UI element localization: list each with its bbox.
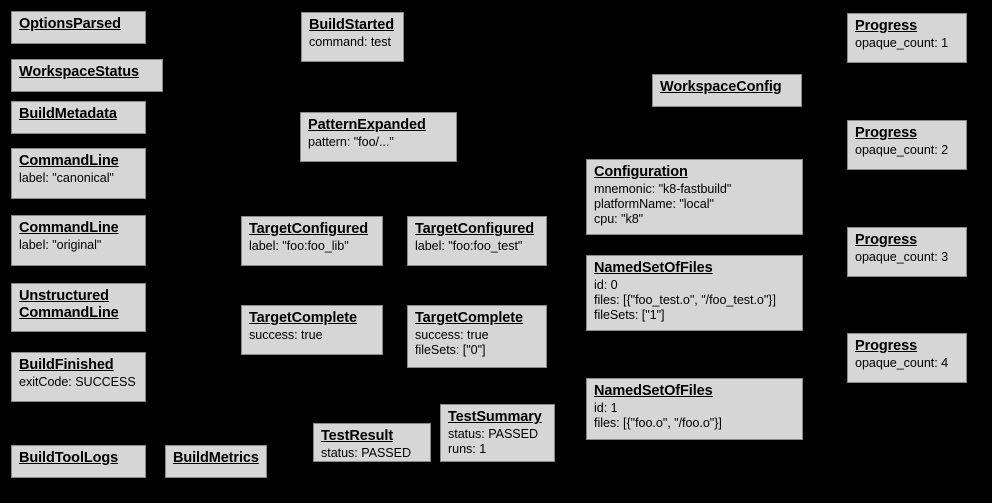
node-title: TargetComplete bbox=[249, 310, 357, 326]
node-configuration[interactable]: Configuration mnemonic: "k8-fastbuild"pla… bbox=[586, 159, 803, 235]
node-title: BuildMetrics bbox=[173, 450, 259, 466]
node-title: TestSummary bbox=[448, 409, 542, 425]
node-fields: status: PASSED bbox=[321, 446, 423, 461]
node-fields: label: "original" bbox=[19, 238, 138, 253]
node-title: CommandLine bbox=[19, 220, 119, 236]
node-field: mnemonic: "k8-fastbuild" bbox=[594, 182, 732, 197]
node-progress-4[interactable]: Progress opaque_count: 4 bbox=[847, 333, 967, 383]
node-field: files: [{"foo.o", "/foo.o"}] bbox=[594, 415, 722, 430]
node-field: status: PASSED bbox=[448, 427, 539, 442]
node-build-metadata[interactable]: BuildMetadata bbox=[11, 101, 146, 134]
node-title: OptionsParsed bbox=[19, 16, 121, 32]
node-field: status: PASSED bbox=[321, 446, 412, 461]
node-field: fileSets: ["0"] bbox=[415, 342, 486, 357]
node-fields: label: "canonical" bbox=[19, 171, 138, 186]
node-pattern-expanded[interactable]: PatternExpanded pattern: "foo/..." bbox=[300, 112, 457, 162]
node-title: BuildFinished bbox=[19, 357, 114, 373]
node-field: opaque_count: 2 bbox=[855, 143, 949, 158]
node-title: BuildToolLogs bbox=[19, 450, 119, 466]
node-test-result[interactable]: TestResult status: PASSED bbox=[313, 423, 431, 462]
node-field: opaque_count: 3 bbox=[855, 250, 949, 265]
node-title: Progress bbox=[855, 125, 918, 141]
node-field: cpu: "k8" bbox=[594, 211, 644, 226]
node-command-line-canonical[interactable]: CommandLine label: "canonical" bbox=[11, 148, 146, 199]
node-unstructured-command-line[interactable]: Unstructured CommandLine bbox=[11, 283, 146, 332]
node-build-metrics[interactable]: BuildMetrics bbox=[165, 445, 267, 478]
node-fields: opaque_count: 3 bbox=[855, 250, 959, 265]
node-field: pattern: "foo/..." bbox=[308, 135, 394, 150]
node-field: success: true bbox=[415, 328, 489, 343]
node-field: label: "canonical" bbox=[19, 171, 114, 186]
node-progress-3[interactable]: Progress opaque_count: 3 bbox=[847, 227, 967, 277]
node-title: TargetComplete bbox=[415, 310, 523, 326]
node-field: fileSets: ["1"] bbox=[594, 307, 665, 322]
node-target-configured-foo-lib[interactable]: TargetConfigured label: "foo:foo_lib" bbox=[241, 216, 383, 266]
node-title: Progress bbox=[855, 338, 918, 354]
node-fields: opaque_count: 2 bbox=[855, 143, 959, 158]
node-command-line-original[interactable]: CommandLine label: "original" bbox=[11, 215, 146, 266]
node-field: label: "foo:foo_lib" bbox=[249, 239, 349, 254]
node-field: label: "original" bbox=[19, 238, 102, 253]
node-title: NamedSetOfFiles bbox=[594, 383, 713, 399]
node-field: exitCode: SUCCESS bbox=[19, 375, 136, 390]
node-fields: label: "foo:foo_test" bbox=[415, 239, 539, 254]
node-field: files: [{"foo_test.o", "/foo_test.o"}] bbox=[594, 292, 776, 307]
node-field: platformName: "local" bbox=[594, 196, 714, 211]
node-field: label: "foo:foo_test" bbox=[415, 239, 523, 254]
node-title: TargetConfigured bbox=[249, 221, 368, 237]
node-title: BuildStarted bbox=[309, 17, 395, 33]
node-target-configured-foo-test[interactable]: TargetConfigured label: "foo:foo_test" bbox=[407, 216, 547, 266]
node-title: BuildMetadata bbox=[19, 106, 117, 122]
node-build-started[interactable]: BuildStarted command: test bbox=[301, 12, 404, 62]
node-title: Progress bbox=[855, 18, 918, 34]
node-fields: success: true bbox=[249, 328, 375, 343]
node-field: command: test bbox=[309, 35, 391, 50]
node-options-parsed[interactable]: OptionsParsed bbox=[11, 11, 146, 44]
node-title: CommandLine bbox=[19, 153, 119, 169]
node-target-complete-lib[interactable]: TargetComplete success: true bbox=[241, 305, 383, 355]
node-title: Progress bbox=[855, 232, 918, 248]
node-title: TargetConfigured bbox=[415, 221, 534, 237]
node-fields: pattern: "foo/..." bbox=[308, 135, 449, 150]
node-field: opaque_count: 1 bbox=[855, 36, 949, 51]
node-fields: exitCode: SUCCESS bbox=[19, 375, 138, 390]
node-fields: label: "foo:foo_lib" bbox=[249, 239, 375, 254]
node-field: success: true bbox=[249, 328, 323, 343]
node-title: PatternExpanded bbox=[308, 117, 426, 133]
node-title: WorkspaceConfig bbox=[660, 79, 782, 95]
node-fields: command: test bbox=[309, 35, 396, 50]
node-field: id: 0 bbox=[594, 278, 618, 293]
node-field: runs: 1 bbox=[448, 441, 487, 456]
node-title: Configuration bbox=[594, 164, 688, 180]
node-title: NamedSetOfFiles bbox=[594, 260, 713, 276]
node-field: opaque_count: 4 bbox=[855, 356, 949, 371]
node-progress-2[interactable]: Progress opaque_count: 2 bbox=[847, 120, 967, 170]
node-title: WorkspaceStatus bbox=[19, 64, 139, 80]
node-workspace-config[interactable]: WorkspaceConfig bbox=[652, 74, 802, 107]
node-fields: opaque_count: 4 bbox=[855, 356, 959, 371]
node-build-tool-logs[interactable]: BuildToolLogs bbox=[11, 445, 146, 478]
node-build-finished[interactable]: BuildFinished exitCode: SUCCESS bbox=[11, 352, 146, 402]
node-fields: mnemonic: "k8-fastbuild"platformName: "l… bbox=[594, 182, 795, 227]
node-title: TestResult bbox=[321, 428, 394, 444]
node-progress-1[interactable]: Progress opaque_count: 1 bbox=[847, 13, 967, 63]
node-workspace-status[interactable]: WorkspaceStatus bbox=[11, 59, 163, 92]
node-title: Unstructured CommandLine bbox=[19, 288, 119, 322]
node-field: id: 1 bbox=[594, 401, 618, 416]
node-fields: opaque_count: 1 bbox=[855, 36, 959, 51]
